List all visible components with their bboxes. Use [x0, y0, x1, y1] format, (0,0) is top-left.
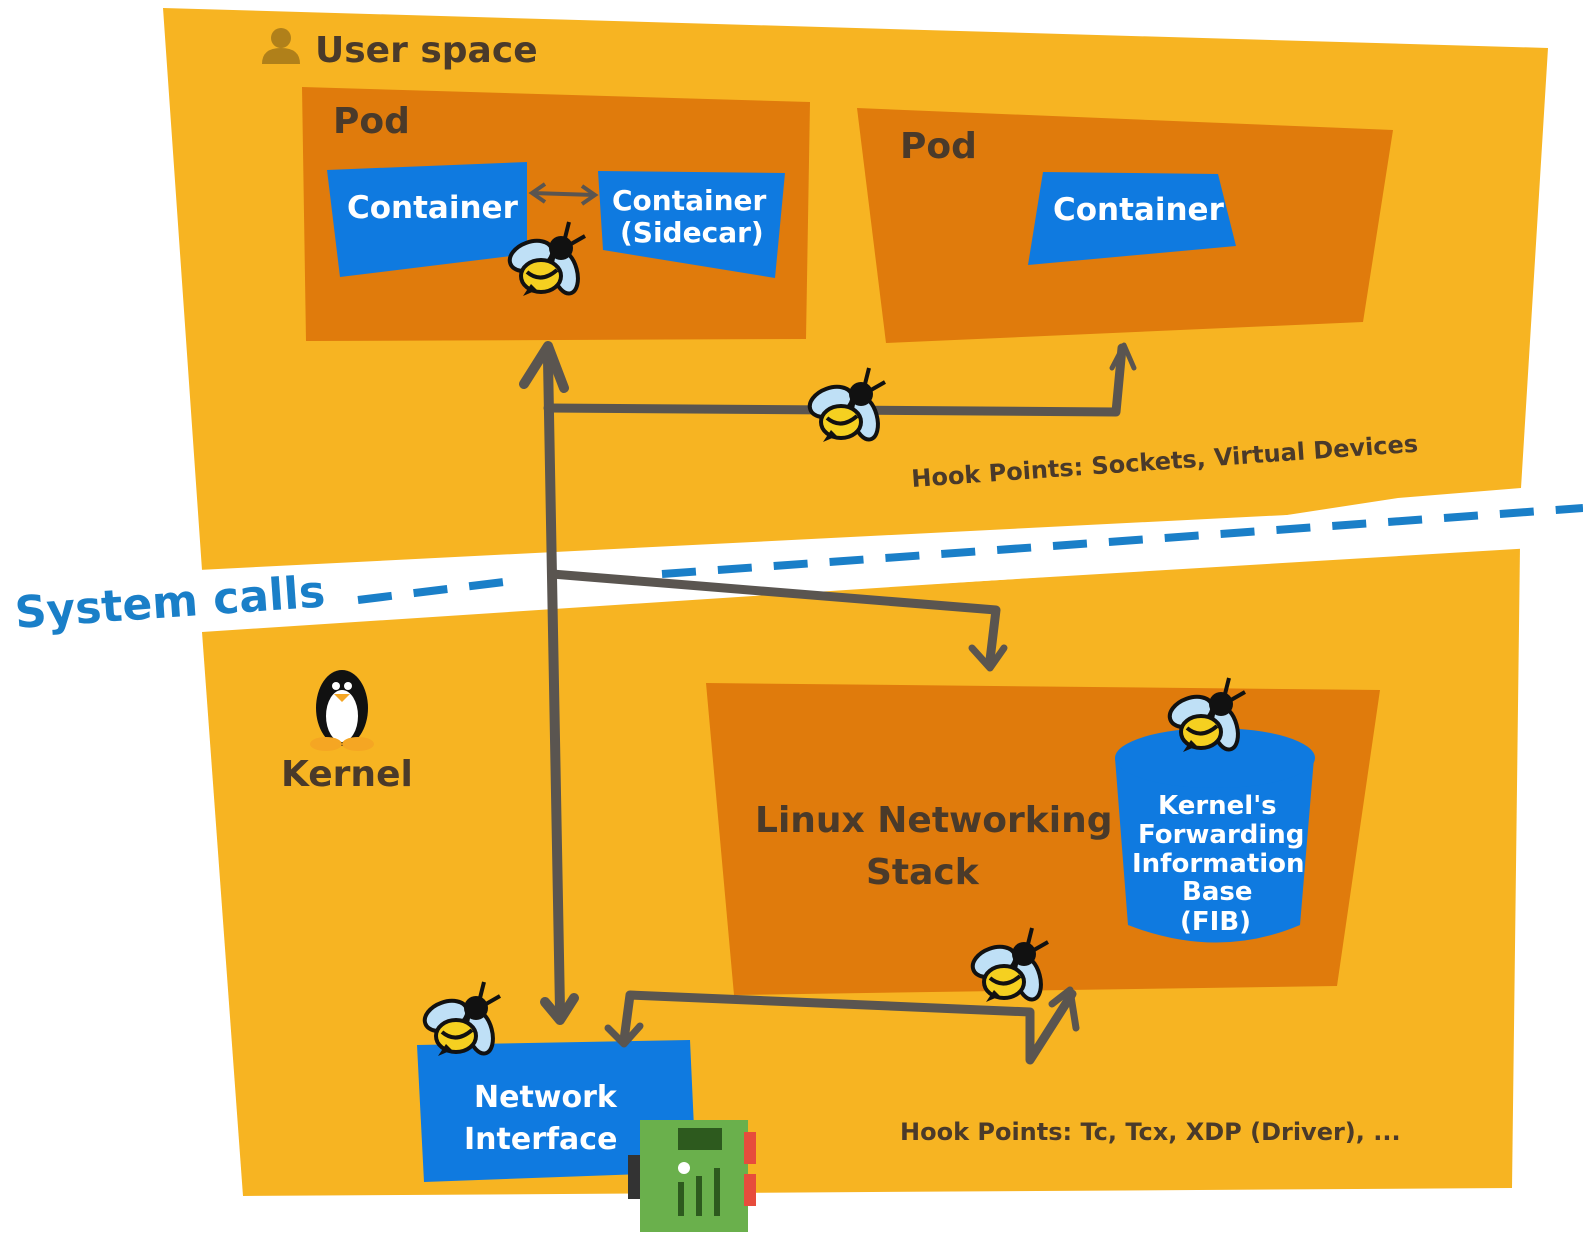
user-icon — [262, 28, 300, 64]
sidecar-label-line1: Container — [612, 184, 767, 217]
arrow-head-up — [519, 341, 569, 393]
user-space-label: User space — [315, 30, 538, 71]
fib-line1: Kernel's — [1158, 791, 1277, 821]
container-left-label: Container — [347, 190, 519, 226]
network-interface — [417, 1040, 696, 1182]
arrow-to-right-pod — [543, 343, 1127, 417]
network-card-icon — [628, 1120, 756, 1232]
container-sidecar — [598, 171, 785, 278]
penguin-icon — [310, 670, 374, 751]
arrow-vertical — [543, 355, 565, 1015]
arrow-stack-to-nic — [619, 989, 1077, 1065]
fib-line5: (FIB) — [1180, 907, 1251, 937]
pod-left-label: Pod — [333, 101, 410, 142]
container-left — [327, 162, 527, 277]
container-right — [1028, 172, 1236, 265]
fib-cylinder — [1115, 728, 1315, 943]
fib-line3: Information — [1132, 849, 1305, 879]
stack-label-line1: Linux Networking — [755, 800, 1112, 841]
kernel-hook-points: Hook Points: Tc, Tcx, XDP (Driver), ... — [900, 1118, 1401, 1146]
stack-label-line2: Stack — [866, 852, 980, 893]
arrow-to-stack — [547, 569, 1001, 665]
pod-left — [302, 87, 810, 341]
nic-line2: Interface — [464, 1122, 617, 1157]
system-calls-divider — [357, 504, 1583, 604]
nic-line1: Network — [474, 1080, 618, 1115]
pod-right-label: Pod — [900, 126, 977, 167]
flow-arrows — [519, 341, 1137, 1065]
fib-line4: Base — [1182, 877, 1252, 907]
kernel-label: Kernel — [281, 754, 413, 795]
arrow-head-down — [540, 993, 579, 1025]
sidecar-label-line2: (Sidecar) — [620, 216, 764, 249]
container-right-label: Container — [1053, 192, 1225, 228]
fib-line2: Forwarding — [1138, 820, 1304, 850]
container-link-arrow — [528, 182, 599, 206]
